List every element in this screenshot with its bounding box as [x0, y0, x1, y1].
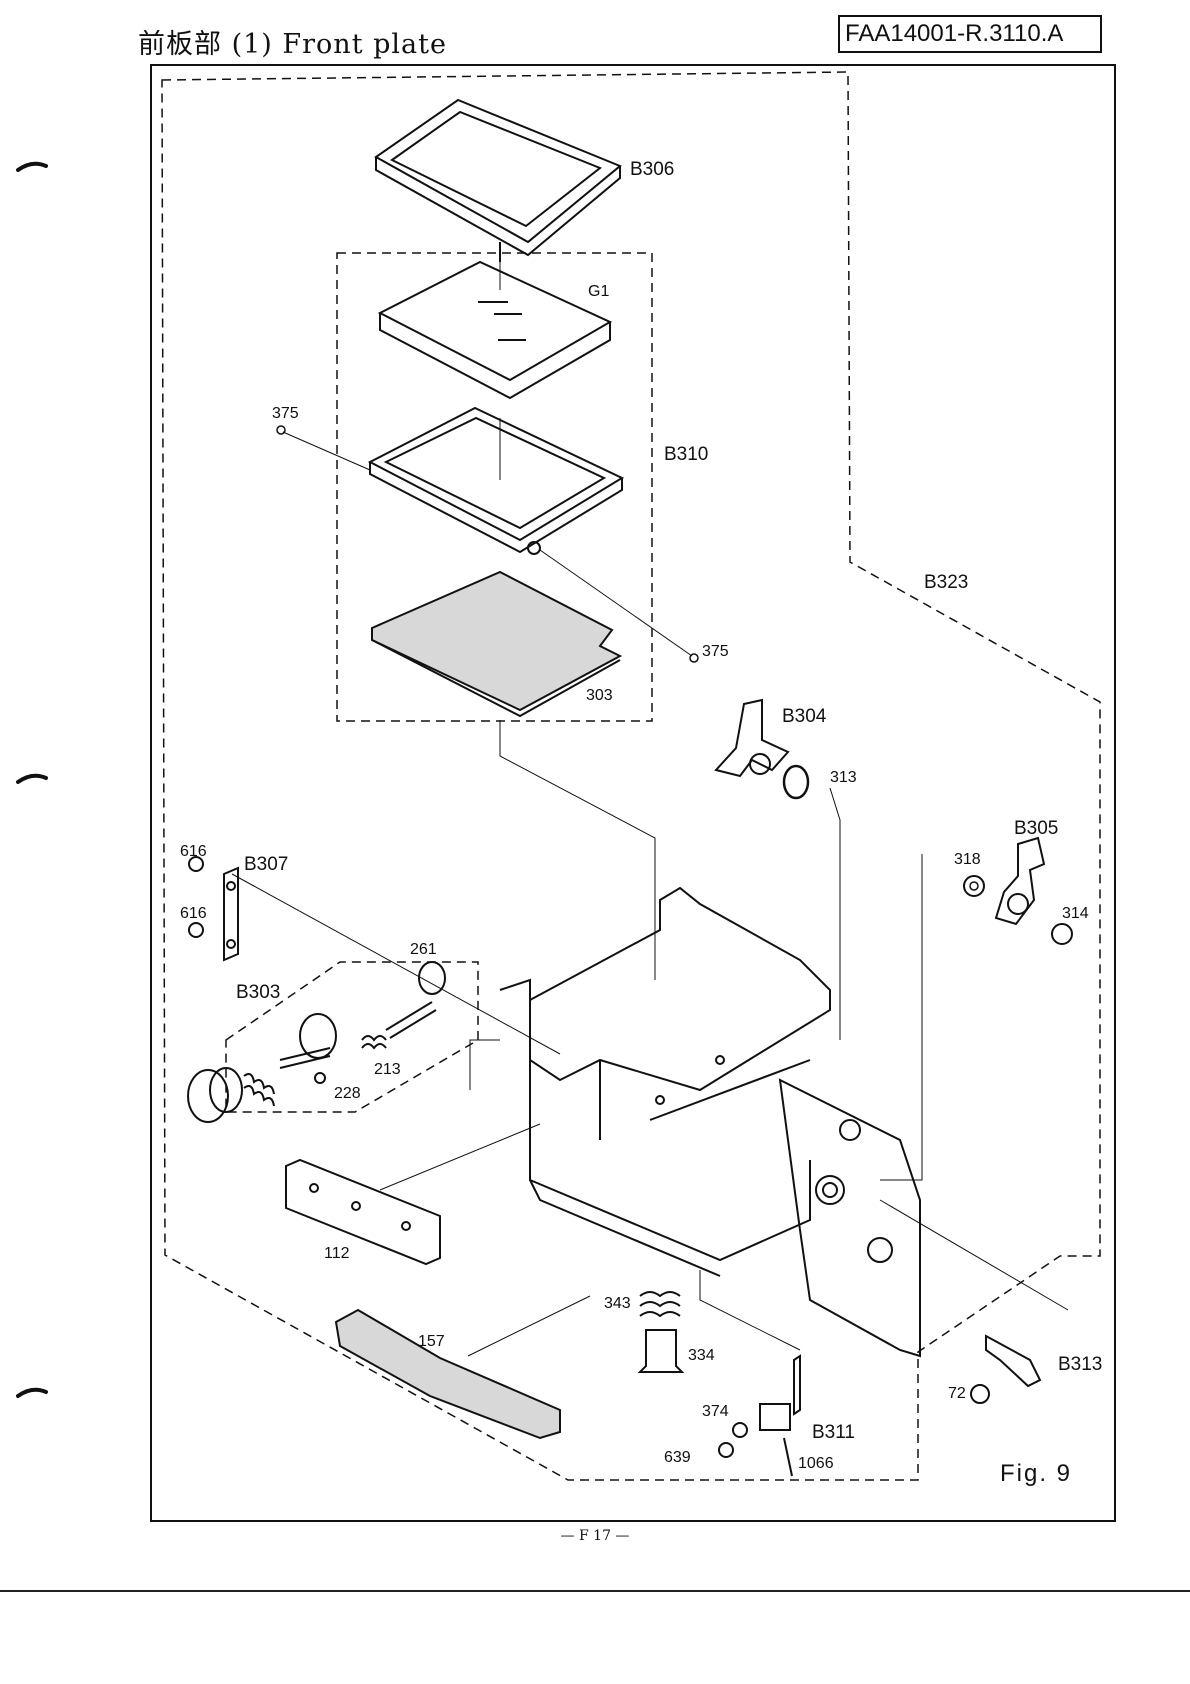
- label-112: 112: [324, 1245, 350, 1262]
- label-b311: B311: [812, 1422, 855, 1443]
- label-314: 314: [1062, 905, 1089, 922]
- part-157-strip: [336, 1310, 560, 1438]
- leader-lines: [232, 720, 1068, 1356]
- part-b313-lever: [986, 1336, 1040, 1386]
- label-343: 343: [604, 1295, 631, 1312]
- label-213: 213: [374, 1061, 401, 1078]
- label-616-lower: 616: [180, 905, 207, 922]
- part-b311-assembly: [719, 1356, 800, 1476]
- screw-72: [971, 1385, 989, 1403]
- part-112-plate: [286, 1160, 440, 1264]
- label-b313: B313: [1058, 1354, 1102, 1375]
- label-1066: 1066: [798, 1455, 834, 1472]
- label-b310: B310: [664, 444, 708, 465]
- part-303-screen: [372, 572, 620, 716]
- label-b305: B305: [1014, 818, 1058, 839]
- part-b304-lever: [716, 700, 788, 776]
- label-b303: B303: [236, 982, 280, 1003]
- part-main-body: [500, 888, 920, 1356]
- part-b303-assembly: [280, 1002, 436, 1083]
- label-639: 639: [664, 1449, 691, 1466]
- part-knob-assembly: [188, 1068, 274, 1122]
- label-375-right: 375: [702, 643, 729, 660]
- part-b305-lever: [996, 838, 1044, 924]
- label-b323: B323: [924, 572, 968, 593]
- label-375-left: 375: [272, 405, 299, 422]
- label-228: 228: [334, 1085, 361, 1102]
- label-313: 313: [830, 769, 857, 786]
- label-261: 261: [410, 941, 437, 958]
- bottom-divider: [0, 1590, 1190, 1592]
- label-616-upper: 616: [180, 843, 207, 860]
- label-b304: B304: [782, 706, 827, 727]
- label-g1: G1: [588, 283, 609, 300]
- part-g1-glass: [380, 262, 610, 398]
- label-72: 72: [948, 1385, 966, 1402]
- part-b306-frame: [376, 100, 620, 262]
- label-374: 374: [702, 1403, 729, 1420]
- label-157: 157: [418, 1333, 445, 1350]
- screw-616-lower: [189, 923, 203, 937]
- label-b307: B307: [244, 854, 288, 875]
- label-303: 303: [586, 687, 613, 704]
- part-313-spring: [784, 766, 808, 798]
- part-314-screw: [1052, 924, 1072, 944]
- part-261-ring: [419, 962, 445, 994]
- part-b307-plate: [224, 868, 238, 960]
- label-b306: B306: [630, 159, 674, 180]
- part-334-plug: [640, 1330, 682, 1372]
- screw-375-left: [277, 426, 285, 434]
- figure-label: Fig. 9: [1000, 1460, 1072, 1488]
- screw-375-right: [690, 654, 698, 662]
- part-343-spring: [640, 1292, 680, 1316]
- label-334: 334: [688, 1347, 715, 1364]
- binder-marks: [18, 164, 46, 1396]
- part-318-washer: [964, 876, 984, 896]
- assembly-boundary-b323: [162, 72, 1100, 1480]
- label-318: 318: [954, 851, 981, 868]
- page-number: — F 17 —: [0, 1528, 1190, 1544]
